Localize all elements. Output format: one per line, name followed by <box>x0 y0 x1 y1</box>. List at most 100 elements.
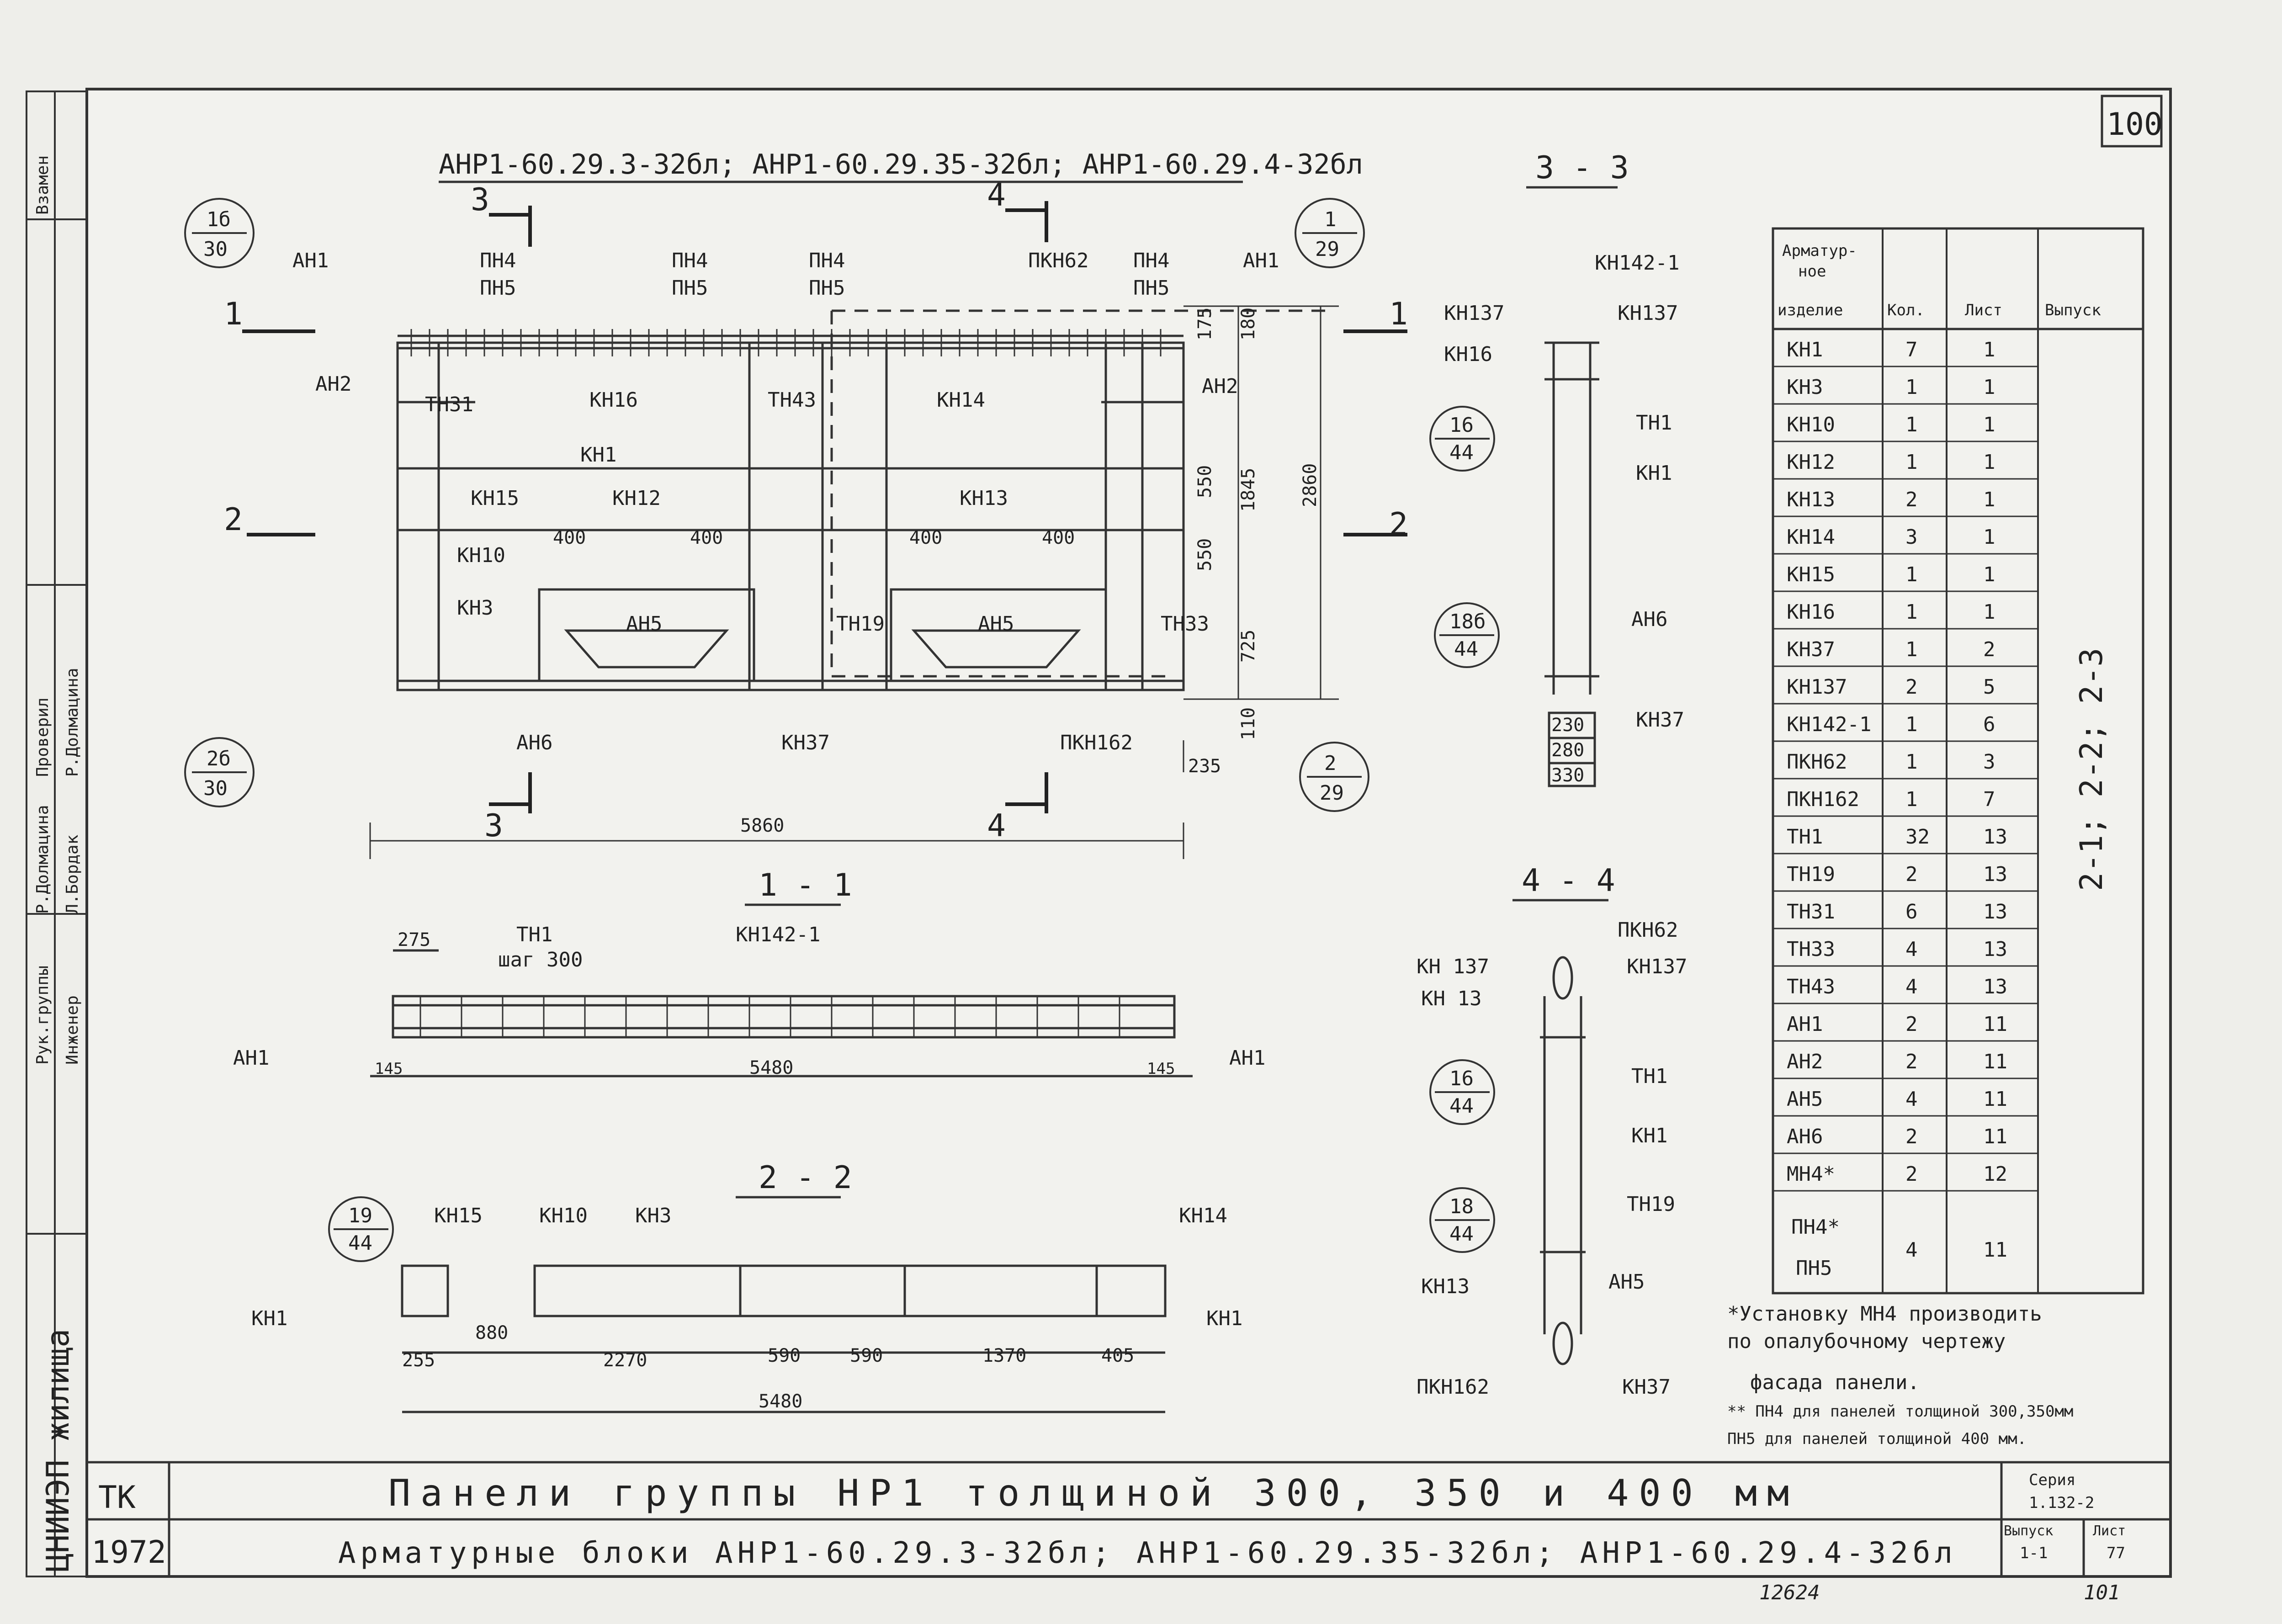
svg-text:ТН31: ТН31 <box>425 393 473 416</box>
section-2-2-labels: КН15 КН10 КН3 КН14 КН1 КН1 <box>251 1204 1242 1330</box>
table-cell-sheet: 2 <box>1983 638 1995 661</box>
bottom-mark-1: 12624 <box>1759 1581 1820 1604</box>
svg-text:590: 590 <box>768 1345 801 1366</box>
svg-text:550: 550 <box>1194 538 1215 571</box>
svg-text:2: 2 <box>1324 752 1337 775</box>
svg-text:ное: ное <box>1798 262 1826 281</box>
svg-text:ТН43: ТН43 <box>768 388 816 412</box>
title-block-frame <box>85 1461 2172 1578</box>
table-last-row-a: ПН4* <box>1791 1215 1840 1239</box>
table-cell-qty: 2 <box>1905 863 1918 886</box>
section-4-4 <box>1540 956 1586 1365</box>
table-cell-qty: 1 <box>1905 750 1918 774</box>
table-cell-qty: 7 <box>1905 338 1918 361</box>
table-cell-qty: 2 <box>1905 1125 1918 1148</box>
svg-text:Лист: Лист <box>1965 301 2002 319</box>
svg-text:ПН5: ПН5 <box>480 276 516 300</box>
svg-text:КН16: КН16 <box>589 388 638 412</box>
svg-text:30: 30 <box>203 777 228 800</box>
table-cell-item: КН13 <box>1787 488 1835 511</box>
svg-text:Кол.: Кол. <box>1887 301 1925 319</box>
svg-text:18б: 18б <box>1449 610 1486 633</box>
table-cell-sheet: 13 <box>1983 863 2007 886</box>
svg-text:КН13: КН13 <box>960 487 1008 510</box>
svg-text:ТН19: ТН19 <box>1627 1193 1675 1216</box>
svg-text:400: 400 <box>690 527 723 548</box>
table-cell-sheet: 11 <box>1983 1088 2007 1111</box>
svg-text:КН137: КН137 <box>1627 955 1687 978</box>
table-last-row-b: ПН5 <box>1796 1257 1832 1280</box>
svg-text:400: 400 <box>1042 527 1075 548</box>
cut-mark-4-top: 4 <box>987 177 1006 213</box>
svg-text:КН15: КН15 <box>471 487 519 510</box>
table-cell-sheet: 1 <box>1983 600 1995 624</box>
svg-text:44: 44 <box>1449 1094 1474 1118</box>
svg-text:КН137: КН137 <box>1444 302 1504 325</box>
svg-text:КН 13: КН 13 <box>1421 987 1481 1010</box>
cut-mark-3-bottom: 3 <box>484 808 503 844</box>
svg-text:235: 235 <box>1188 756 1221 777</box>
table-cell-sheet: 1 <box>1983 525 1995 549</box>
table-cell-sheet: 11 <box>1983 1050 2007 1073</box>
section-2-2-dims: 255 880 2270 590 590 1370 405 5480 <box>402 1322 1134 1412</box>
section-3-3-title: 3 - 3 <box>1535 150 1629 186</box>
side-stamp <box>26 90 88 1577</box>
table-cell-item: КН137 <box>1787 675 1847 699</box>
svg-text:ПКН62: ПКН62 <box>1618 918 1678 942</box>
table-cell-item: КН3 <box>1787 376 1823 399</box>
svg-text:АН5: АН5 <box>626 612 662 636</box>
table-cell-sheet: 1 <box>1983 338 1995 361</box>
svg-text:АН2: АН2 <box>1202 375 1238 398</box>
title-line-1: Панели группы НР1 толщиной 300, 350 и 40… <box>388 1472 1799 1514</box>
vyp-value: 1-1 <box>2020 1544 2048 1562</box>
svg-text:ПН5: ПН5 <box>1133 276 1169 300</box>
svg-text:30: 30 <box>203 238 228 261</box>
svg-text:АН5: АН5 <box>978 612 1014 636</box>
svg-text:КН142-1: КН142-1 <box>736 923 820 946</box>
svg-text:Арматур-: Арматур- <box>1782 242 1857 260</box>
table-cell-sheet: 11 <box>1983 1013 2007 1036</box>
svg-text:КН14: КН14 <box>937 388 985 412</box>
table-cell-item: КН16 <box>1787 600 1835 624</box>
svg-text:АН1: АН1 <box>292 249 329 272</box>
cut-mark-2-left: 2 <box>224 502 243 538</box>
table-cell-item: ТН33 <box>1787 938 1835 961</box>
table-cell-item: КН142-1 <box>1787 713 1871 736</box>
stamp-role-engineer: Инженер <box>63 995 82 1065</box>
table-cell-qty: 2 <box>1905 488 1918 511</box>
svg-text:255: 255 <box>402 1350 435 1371</box>
svg-text:ПН4: ПН4 <box>809 249 845 272</box>
svg-text:16: 16 <box>1449 1067 1474 1090</box>
svg-text:ПН4: ПН4 <box>672 249 708 272</box>
table-cell-sheet: 13 <box>1983 938 2007 961</box>
table-cell-item: АН5 <box>1787 1088 1823 1111</box>
list-label: Лист <box>2093 1523 2126 1539</box>
section-1-1-title: 1 - 1 <box>759 867 852 903</box>
svg-text:КН 137: КН 137 <box>1417 955 1489 978</box>
svg-text:44: 44 <box>348 1231 372 1255</box>
svg-text:550: 550 <box>1194 465 1215 498</box>
stamp-role-group-head: Рук.группы <box>33 966 52 1065</box>
stamp-name-1: Р.Долмацина <box>33 805 52 914</box>
list-value: 77 <box>2107 1544 2125 1562</box>
svg-text:19: 19 <box>348 1204 372 1227</box>
svg-text:АН5: АН5 <box>1608 1270 1645 1294</box>
table-cell-item: ПКН62 <box>1787 750 1847 774</box>
table-cell-item: КН12 <box>1787 451 1835 474</box>
svg-text:КН37: КН37 <box>1636 708 1684 732</box>
series-value: 1.132-2 <box>2029 1494 2094 1512</box>
svg-text:КН1: КН1 <box>1631 1124 1667 1147</box>
svg-text:КН137: КН137 <box>1618 302 1678 325</box>
table-cell-qty: 3 <box>1905 525 1918 549</box>
svg-text:ТН1: ТН1 <box>1636 411 1672 435</box>
table-cell-qty: 2 <box>1905 1050 1918 1073</box>
table-cell-qty: 1 <box>1905 788 1918 811</box>
svg-text:КН1: КН1 <box>251 1307 287 1330</box>
svg-text:275: 275 <box>398 929 430 950</box>
table-cell-sheet: 1 <box>1983 563 1995 586</box>
svg-text:5480: 5480 <box>759 1391 802 1412</box>
svg-text:180: 180 <box>1238 308 1259 340</box>
table-cell-item: АН6 <box>1787 1125 1823 1148</box>
table-cell-qty: 1 <box>1905 451 1918 474</box>
